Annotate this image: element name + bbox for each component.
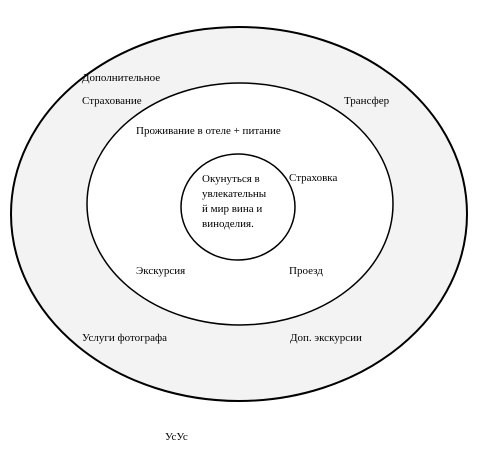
outer-label-additional-line1: Дополнительное [82, 72, 160, 84]
core-text-line-4: виноделия. [202, 218, 254, 230]
middle-label-travel: Проезд [289, 265, 323, 277]
caption: УсУс [165, 431, 188, 443]
outer-label-additional-line2: Страхование [82, 95, 142, 107]
outer-label-transfer: Трансфер [344, 95, 390, 107]
middle-label-insurance: Страховка [289, 172, 337, 184]
outer-label-extra-excursions: Доп. экскурсии [290, 332, 362, 344]
core-text-line-1: Окунуться в [202, 173, 260, 185]
inner-core [180, 153, 296, 261]
core-text-line-3: й мир вина и [202, 203, 262, 215]
outer-label-photographer: Услуги фотографа [82, 332, 167, 344]
middle-label-excursion: Экскурсия [136, 265, 185, 277]
core-text-line-2: увлекательны [202, 188, 267, 200]
middle-label-accommodation: Проживание в отеле + питание [136, 125, 281, 137]
